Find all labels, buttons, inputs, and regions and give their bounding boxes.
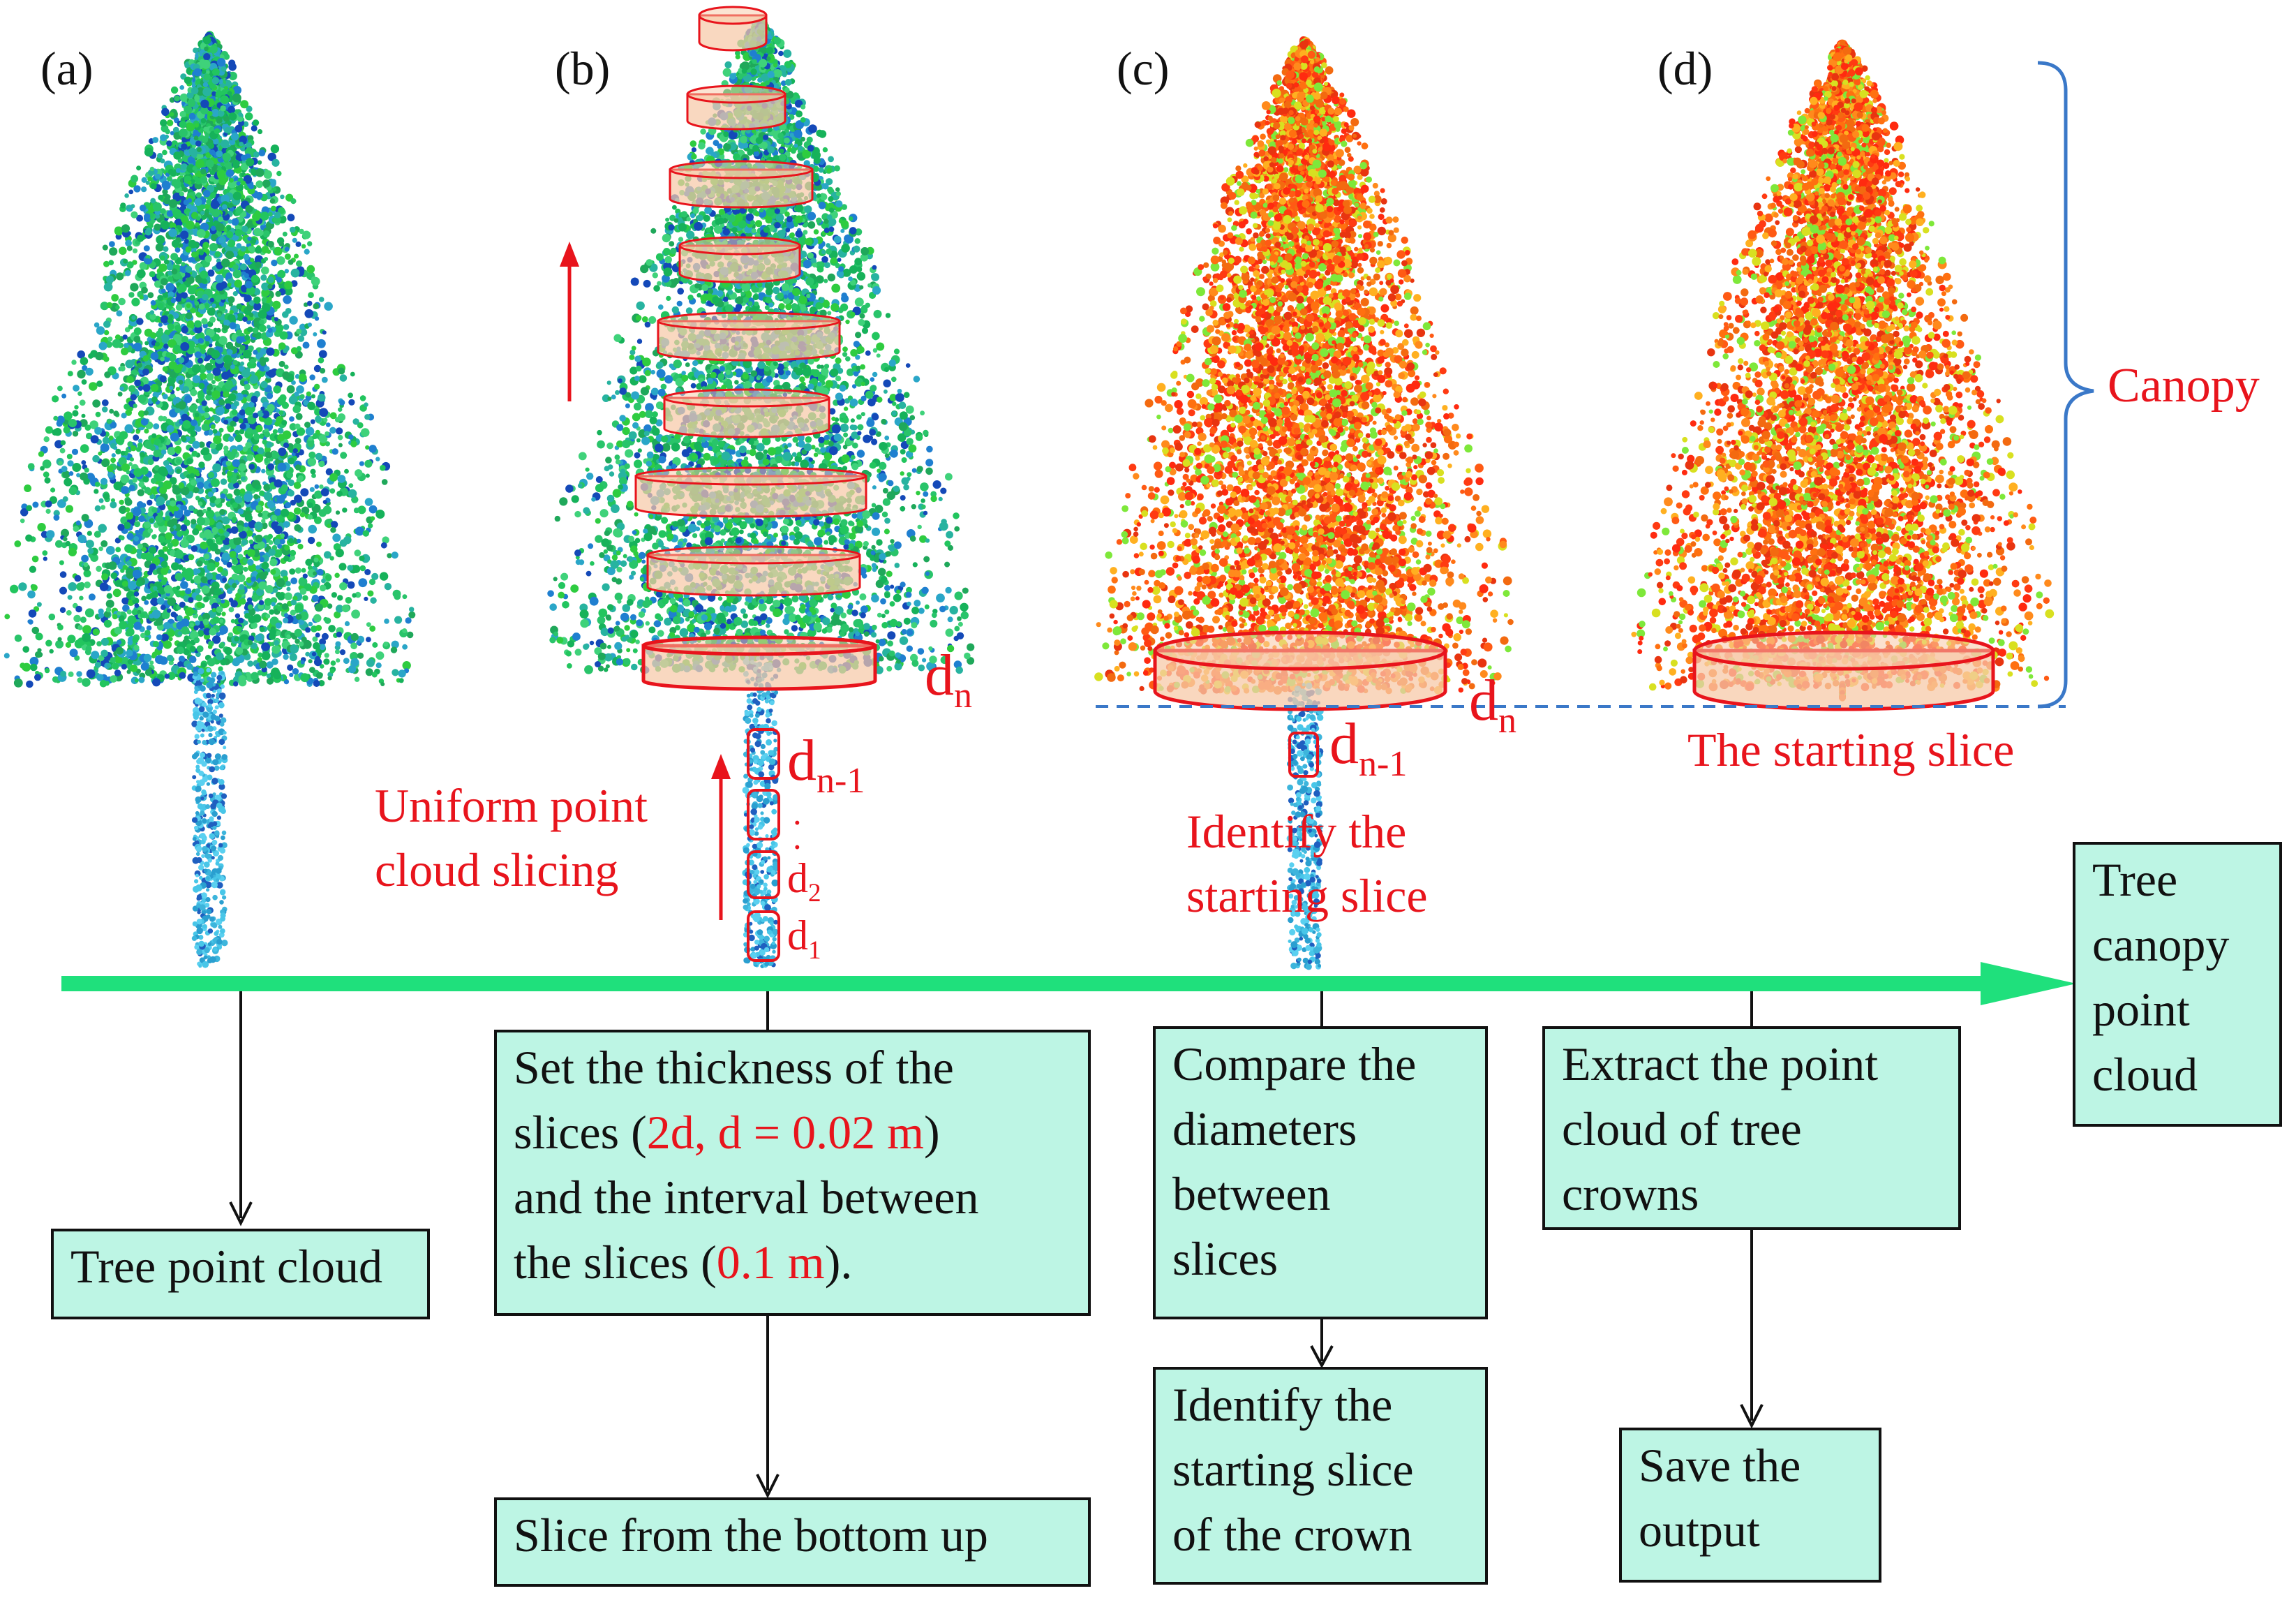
identify-line-2: starting slice xyxy=(1186,872,1428,919)
canopy-label: Canopy xyxy=(2108,362,2260,410)
slice-label-dn-b: dn xyxy=(925,646,972,714)
compare-line-3: between xyxy=(1172,1162,1485,1227)
slice-cylinder xyxy=(698,14,768,52)
slice-cylinder xyxy=(657,320,841,362)
starting-slice-c xyxy=(1153,630,1447,778)
output-line-1: Tree xyxy=(2092,847,2279,912)
box-extract-crowns: Extract the point cloud of tree crowns xyxy=(1542,1026,1961,1230)
timeline-arrow xyxy=(61,962,2076,1005)
uniform-slicing-line-1: Uniform point xyxy=(375,782,648,829)
output-line-3: point xyxy=(2092,977,2279,1042)
slice-cylinder xyxy=(686,93,787,131)
save-line-1: Save the xyxy=(1639,1433,1879,1498)
extract-line-2: cloud of tree xyxy=(1562,1097,1958,1162)
identify-crown-line-3: of the crown xyxy=(1172,1502,1485,1567)
starting-slice-d xyxy=(1692,630,1995,711)
box-save-output: Save the output xyxy=(1619,1428,1881,1583)
slice-label-dn-c: dn xyxy=(1469,672,1516,739)
panel-label-b: (b) xyxy=(555,45,610,92)
slice-cylinder xyxy=(641,644,877,691)
stem-slices-b xyxy=(747,728,780,962)
box-tree-point-cloud-text: Tree point cloud xyxy=(70,1234,427,1299)
slice-dots-1: · xyxy=(791,805,803,840)
identify-line-1: Identify the xyxy=(1186,808,1406,855)
box-slice-bottom-up-text: Slice from the bottom up xyxy=(514,1503,1088,1568)
panel-label-c: (c) xyxy=(1117,45,1169,92)
slice-label-d1: d1 xyxy=(787,914,821,963)
slice-label-dn1-b: dn-1 xyxy=(787,732,865,799)
uniform-slicing-line-2: cloud slicing xyxy=(375,846,618,894)
upward-arrow-bottom xyxy=(711,754,731,920)
slice-cylinder xyxy=(678,244,801,283)
slice-label-dn1-c: dn-1 xyxy=(1329,715,1407,783)
slice-dots-2: · xyxy=(791,829,803,864)
output-line-4: cloud xyxy=(2092,1042,2279,1107)
set-thickness-line-1: Set the thickness of the xyxy=(514,1035,1088,1100)
panel-label-d: (d) xyxy=(1657,45,1713,92)
upward-arrow-top xyxy=(560,242,579,401)
box-compare-diameters: Compare the diameters between slices xyxy=(1153,1026,1488,1319)
slice-cylinder xyxy=(669,168,814,209)
compare-line-1: Compare the xyxy=(1172,1032,1485,1097)
extract-line-3: crowns xyxy=(1562,1162,1958,1227)
set-thickness-line-3: and the interval between xyxy=(514,1165,1088,1230)
canopy-bracket xyxy=(2037,61,2094,709)
compare-line-4: slices xyxy=(1172,1227,1485,1291)
slice-cylinders-b xyxy=(634,6,877,691)
identify-crown-line-1: Identify the xyxy=(1172,1372,1485,1437)
identify-crown-line-2: starting slice xyxy=(1172,1437,1485,1502)
box-tree-point-cloud: Tree point cloud xyxy=(51,1229,430,1319)
box-output-canopy: Tree canopy point cloud xyxy=(2073,842,2282,1127)
slice-cylinder xyxy=(663,397,830,438)
output-line-2: canopy xyxy=(2092,912,2279,977)
extract-line-1: Extract the point xyxy=(1562,1032,1958,1097)
box-identify-crown: Identify the starting slice of the crown xyxy=(1153,1367,1488,1585)
box-set-thickness: Set the thickness of the slices (2d, d =… xyxy=(494,1030,1091,1316)
box-slice-bottom-up: Slice from the bottom up xyxy=(494,1497,1091,1587)
slice-cylinder xyxy=(634,475,867,518)
set-thickness-line-4: the slices (0.1 m). xyxy=(514,1230,1088,1295)
save-line-2: output xyxy=(1639,1498,1879,1563)
set-thickness-line-2: slices (2d, d = 0.02 m) xyxy=(514,1100,1088,1165)
slice-cylinder xyxy=(646,554,861,597)
flow-connectors xyxy=(229,991,1764,1499)
tree-point-cloud-a xyxy=(3,31,416,968)
tree-point-cloud-d xyxy=(1631,39,2055,702)
starting-slice-label: The starting slice xyxy=(1687,726,2014,773)
compare-line-2: diameters xyxy=(1172,1097,1485,1162)
panel-label-a: (a) xyxy=(40,45,93,92)
slice-label-d2: d2 xyxy=(787,857,821,906)
